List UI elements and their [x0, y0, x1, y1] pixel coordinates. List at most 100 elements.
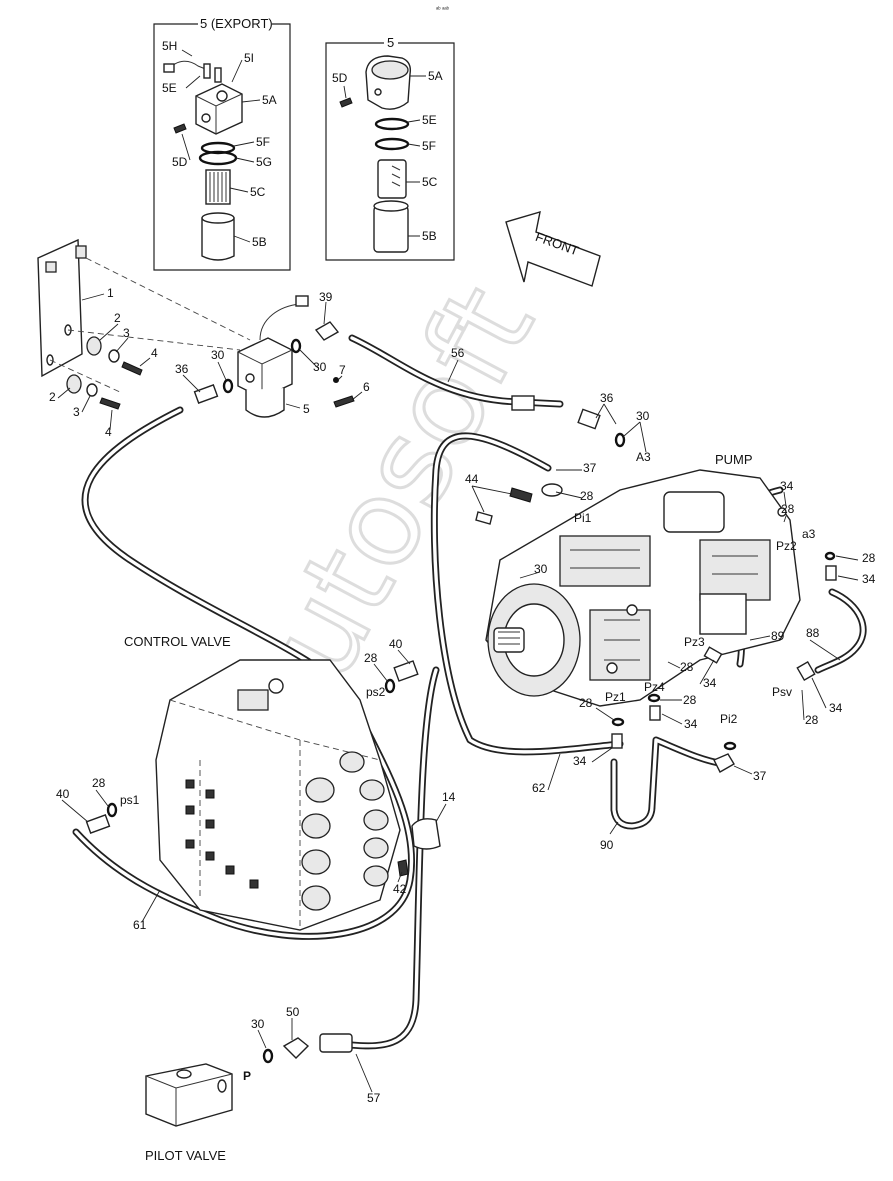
pilot-valve-title: PILOT VALVE [145, 1148, 226, 1163]
cv-top-block [237, 689, 269, 711]
bolt-42 [397, 859, 409, 877]
inset-export-title: 5 (EXPORT) [200, 16, 273, 31]
callout-28i: 28 [92, 776, 106, 790]
o-ring-30a [290, 338, 302, 354]
cv-plug [268, 678, 284, 694]
callout-28h: 28 [364, 651, 378, 665]
o-ring-30b [222, 378, 234, 394]
label-5g: 5G [256, 155, 272, 169]
fitting-44b [475, 511, 493, 525]
control-valve-body [155, 659, 401, 931]
bolt-4b [99, 397, 121, 410]
callout-57: 57 [367, 1091, 381, 1105]
callout-34c: 34 [703, 676, 717, 690]
cv-bolts [185, 779, 259, 889]
port-pi2: Pi2 [720, 712, 738, 726]
plug-34f [611, 733, 623, 749]
label-5i: 5I [244, 51, 254, 65]
bolt-6 [333, 395, 355, 408]
port-ps1: ps1 [120, 793, 140, 807]
label-5f: 5F [422, 139, 436, 153]
control-valve [155, 659, 401, 931]
callout-34f: 34 [573, 754, 587, 768]
callout-30e: 30 [251, 1017, 265, 1031]
callout-1: 1 [107, 286, 114, 300]
o-ring-28e [384, 678, 396, 694]
o-ring-28a [824, 551, 836, 561]
solenoid-edges [195, 93, 243, 134]
bowl-5b [373, 205, 409, 253]
callout-34d: 34 [829, 701, 843, 715]
callout-50: 50 [286, 1005, 300, 1019]
label-5f: 5F [256, 135, 270, 149]
callout-28c: 28 [862, 551, 876, 565]
callout-28b: 28 [781, 502, 795, 516]
callout-7: 7 [339, 363, 346, 377]
label-5d: 5D [172, 155, 188, 169]
leader-lines [57, 293, 859, 1093]
inset-standard-leaders [343, 75, 426, 237]
pump-title: PUMP [715, 452, 753, 467]
inset-standard-title: 5 [387, 35, 394, 50]
label-5a: 5A [262, 93, 277, 107]
shaft-splines [498, 631, 520, 645]
control-valve-title: CONTROL VALVE [124, 634, 231, 649]
elbow-37 [541, 483, 563, 497]
fitting-40a [393, 660, 419, 682]
hose-90 [610, 736, 728, 830]
callout-90: 90 [600, 838, 614, 852]
label-5e: 5E [162, 81, 177, 95]
callout-34e: 34 [684, 717, 698, 731]
bracket-plate [37, 238, 83, 378]
label-5c: 5C [422, 175, 438, 189]
o-ring-5e [374, 117, 410, 131]
port-ps2: ps2 [366, 685, 386, 699]
elbow-50 [282, 1037, 310, 1059]
pump-port-pz1 [606, 662, 618, 674]
port-pz3: Pz3 [684, 635, 705, 649]
hose-56-sleeve [511, 395, 535, 411]
fitting-40b [85, 814, 111, 834]
inset-standard: 5 5D 5A 5E 5F 5C 5B [325, 35, 455, 261]
pilot-valve-side-port [217, 1079, 227, 1093]
fitting-36b [577, 408, 601, 430]
callout-44: 44 [465, 472, 479, 486]
port-p: P [243, 1069, 251, 1083]
callout-28g: 28 [579, 696, 593, 710]
callout-3b: 3 [73, 405, 80, 419]
callout-4b: 4 [105, 425, 112, 439]
label-5b: 5B [422, 229, 437, 243]
elbow-39 [314, 321, 340, 341]
pump-shaft [493, 627, 525, 653]
plug-34e [649, 705, 661, 721]
solenoid-valve-5 [237, 295, 309, 418]
bracket-tab [45, 261, 57, 273]
callout-36b: 36 [600, 391, 614, 405]
valve-port [245, 373, 255, 383]
pilot-valve [145, 1063, 233, 1127]
callout-30b: 30 [313, 360, 327, 374]
label-5a: 5A [428, 69, 443, 83]
callout-36a: 36 [175, 362, 189, 376]
o-ring-30d [262, 1048, 274, 1064]
callout-30d: 30 [534, 562, 548, 576]
label-5d: 5D [332, 71, 348, 85]
port-a3-small: a3 [802, 527, 816, 541]
bowl-rim [373, 200, 409, 212]
o-ring-28d [723, 741, 737, 751]
callout-4a: 4 [151, 346, 158, 360]
callout-5: 5 [303, 402, 310, 416]
port-pz1: Pz1 [605, 690, 626, 704]
callout-30a: 30 [211, 348, 225, 362]
clamp-14 [411, 818, 441, 850]
pump-upper-block [559, 535, 651, 587]
filter-5c [377, 159, 407, 199]
rubber-mount-2b [66, 374, 82, 394]
callout-2b: 2 [49, 390, 56, 404]
callout-88: 88 [806, 626, 820, 640]
port-pz4: Pz4 [644, 680, 665, 694]
callout-6: 6 [363, 380, 370, 394]
solenoid-port [374, 88, 382, 96]
front-arrow: FRONT [505, 211, 601, 287]
header-mark: ᵃᵇ ᵃᵃᵇ [436, 6, 450, 13]
